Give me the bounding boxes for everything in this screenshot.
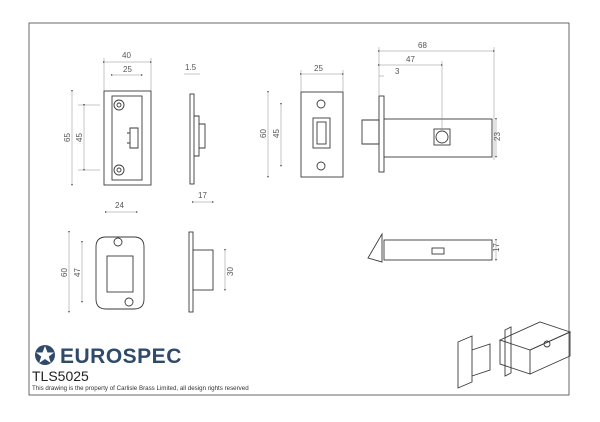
forend-width-label: 40	[122, 51, 131, 60]
latch-overall-label: 68	[418, 41, 427, 50]
keep-side-view: 17 30	[188, 191, 235, 313]
brand-name: EUROSPEC	[60, 345, 182, 368]
latch-case-height-label: 23	[493, 132, 502, 141]
latch-body-top-view: 68 47 3 23	[361, 41, 502, 173]
forend-plate-side-view: 1.5	[184, 63, 206, 185]
keep-plate-front-view: 24 60 47	[60, 201, 145, 313]
forend-height-label: 65	[63, 133, 72, 142]
forend-thickness-label: 1.5	[185, 63, 197, 72]
forend-dimensions: 40 25 65 45	[63, 51, 152, 186]
strike-height-label: 60	[259, 129, 268, 138]
tube-height-label: 17	[492, 243, 501, 252]
brand-logo: EUROSPEC	[35, 345, 182, 368]
latch-body-side-view: 17	[367, 232, 501, 263]
ownership-notice: This drawing is the property of Carlisle…	[32, 385, 249, 392]
forend-plate-front-view	[78, 90, 152, 186]
strike-hole-spacing-label: 45	[272, 129, 281, 138]
isometric-latch-illustration	[457, 321, 572, 389]
forend-hole-spacing-h-label: 45	[75, 133, 84, 142]
keep-height-label: 60	[60, 268, 69, 277]
forend-hole-spacing-w-label: 25	[123, 65, 132, 74]
latch-backset-label: 47	[406, 55, 415, 64]
strike-plate-front-view: 25 60 45	[259, 64, 344, 178]
keep-depth-label: 17	[198, 191, 207, 200]
keep-width-label: 24	[115, 201, 124, 210]
strike-width-label: 25	[314, 64, 323, 73]
product-code: TLS5025	[32, 368, 89, 384]
keep-side-height-label: 30	[226, 267, 235, 276]
latch-offset-label: 3	[395, 67, 400, 76]
drawing-border	[28, 22, 570, 396]
star-badge-icon	[36, 346, 54, 363]
keep-hole-spacing-label: 47	[73, 268, 82, 277]
